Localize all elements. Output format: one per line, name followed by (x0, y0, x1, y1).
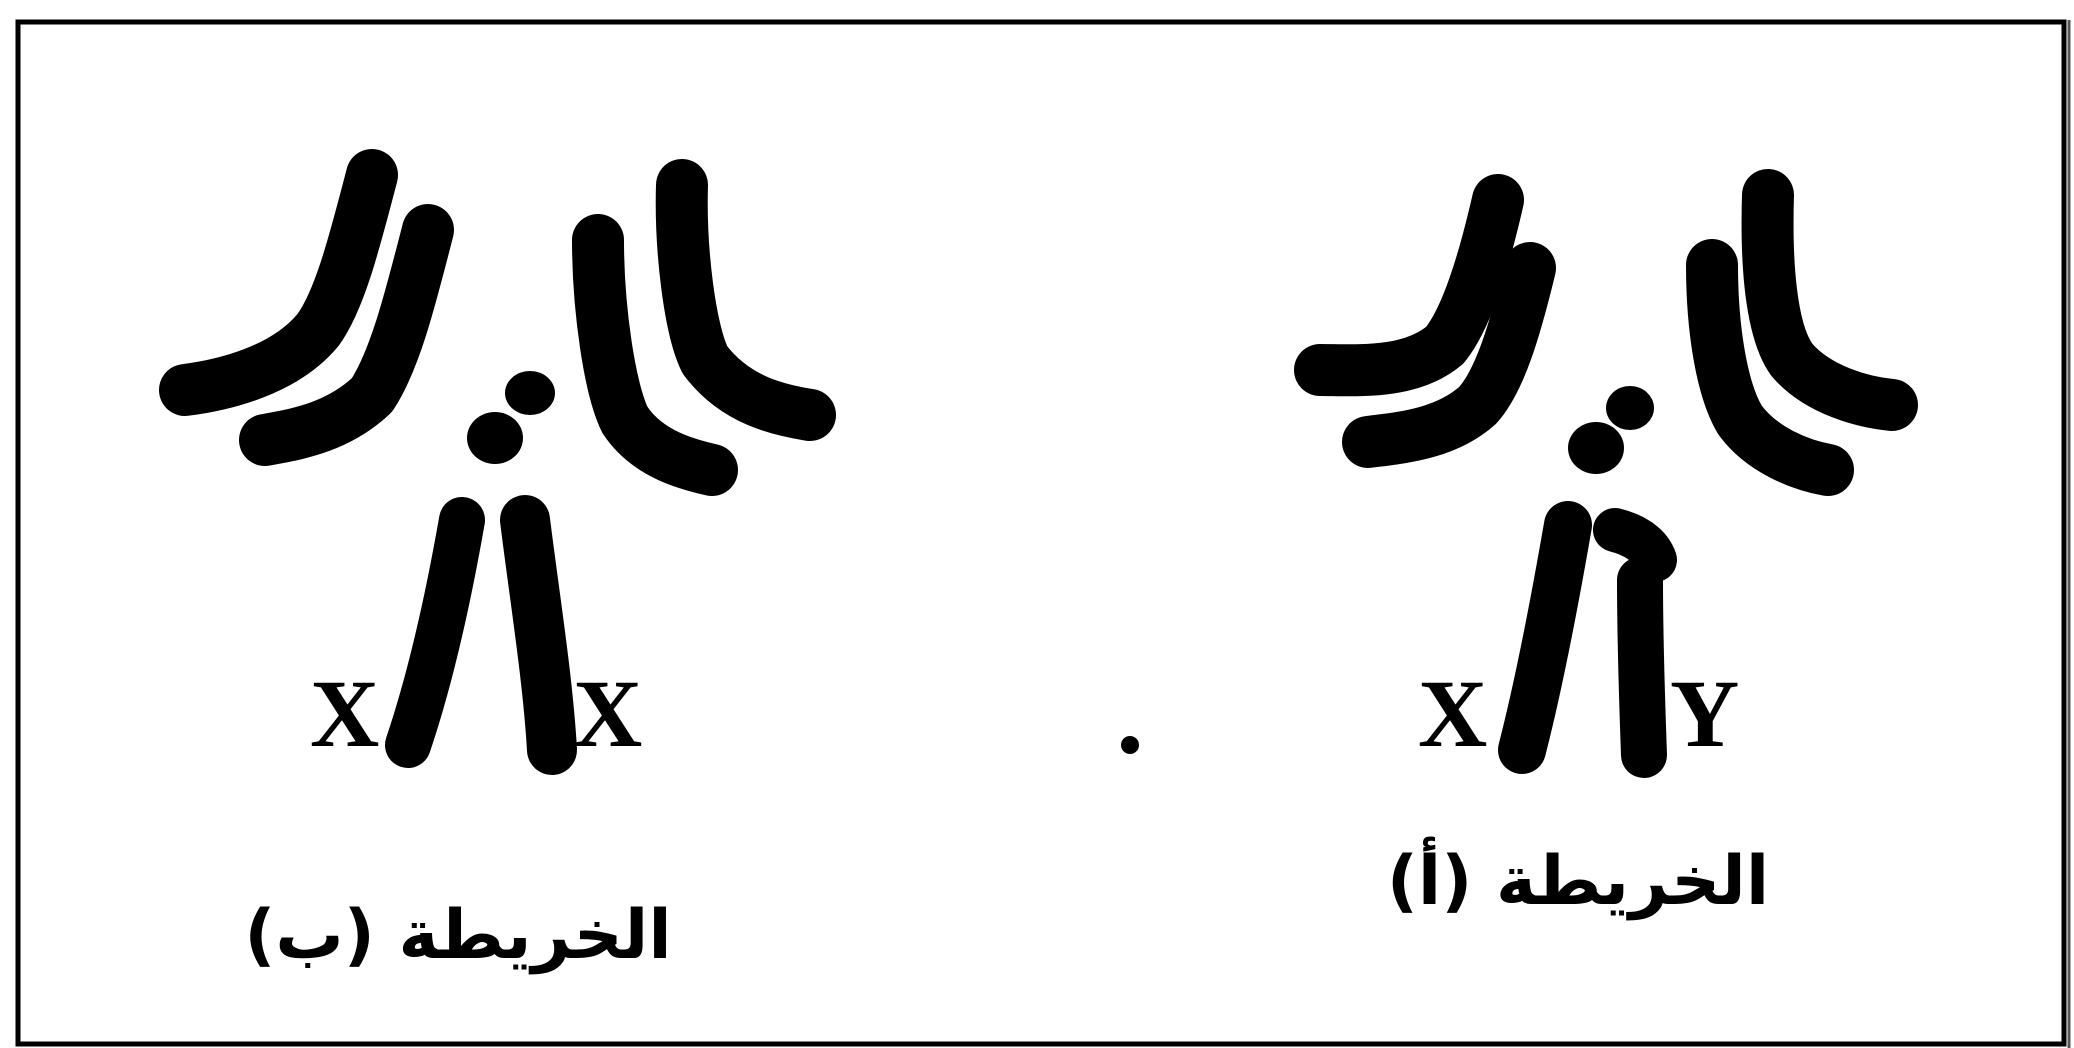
chromosome-b-dot-lower (467, 412, 523, 464)
karyotype-b: X X الخريطة (ب) (159, 149, 836, 975)
sex-label-a-left: X (1418, 660, 1487, 767)
chromosome-a-x (1498, 501, 1592, 774)
chromosome-b-right-outer (655, 159, 836, 441)
chromosome-b-right-inner (572, 214, 738, 496)
chromosome-a-left-inner (1342, 242, 1556, 468)
karyotype-a: X Y الخريطة (أ) (1294, 169, 1918, 921)
caption-b: الخريطة (ب) (244, 896, 671, 975)
sex-label-b-left: X (310, 660, 379, 767)
chromosome-a-left-outer (1294, 174, 1524, 397)
chromosome-a-y-top (1593, 508, 1677, 582)
chromosome-b-left-inner (239, 204, 454, 466)
separator-dot (1121, 736, 1139, 754)
diagram-border (15, 19, 2067, 1047)
sex-label-b-right: X (573, 660, 642, 767)
chromosome-b-x-left (385, 497, 485, 768)
chromosome-b-dot-upper (505, 371, 555, 415)
chromosome-a-right-outer (1741, 169, 1918, 431)
chromosome-a-dot-upper (1606, 386, 1654, 430)
chromosome-a-dot-lower (1568, 422, 1624, 474)
caption-a: الخريطة (أ) (1387, 836, 1769, 921)
chromosome-a-y (1617, 557, 1667, 778)
chromosome-b-left-outer (159, 149, 398, 416)
chromosome-a-right-inner (1686, 239, 1854, 496)
sex-label-a-right: Y (1670, 660, 1739, 767)
chromosome-b-x-right (500, 495, 577, 775)
